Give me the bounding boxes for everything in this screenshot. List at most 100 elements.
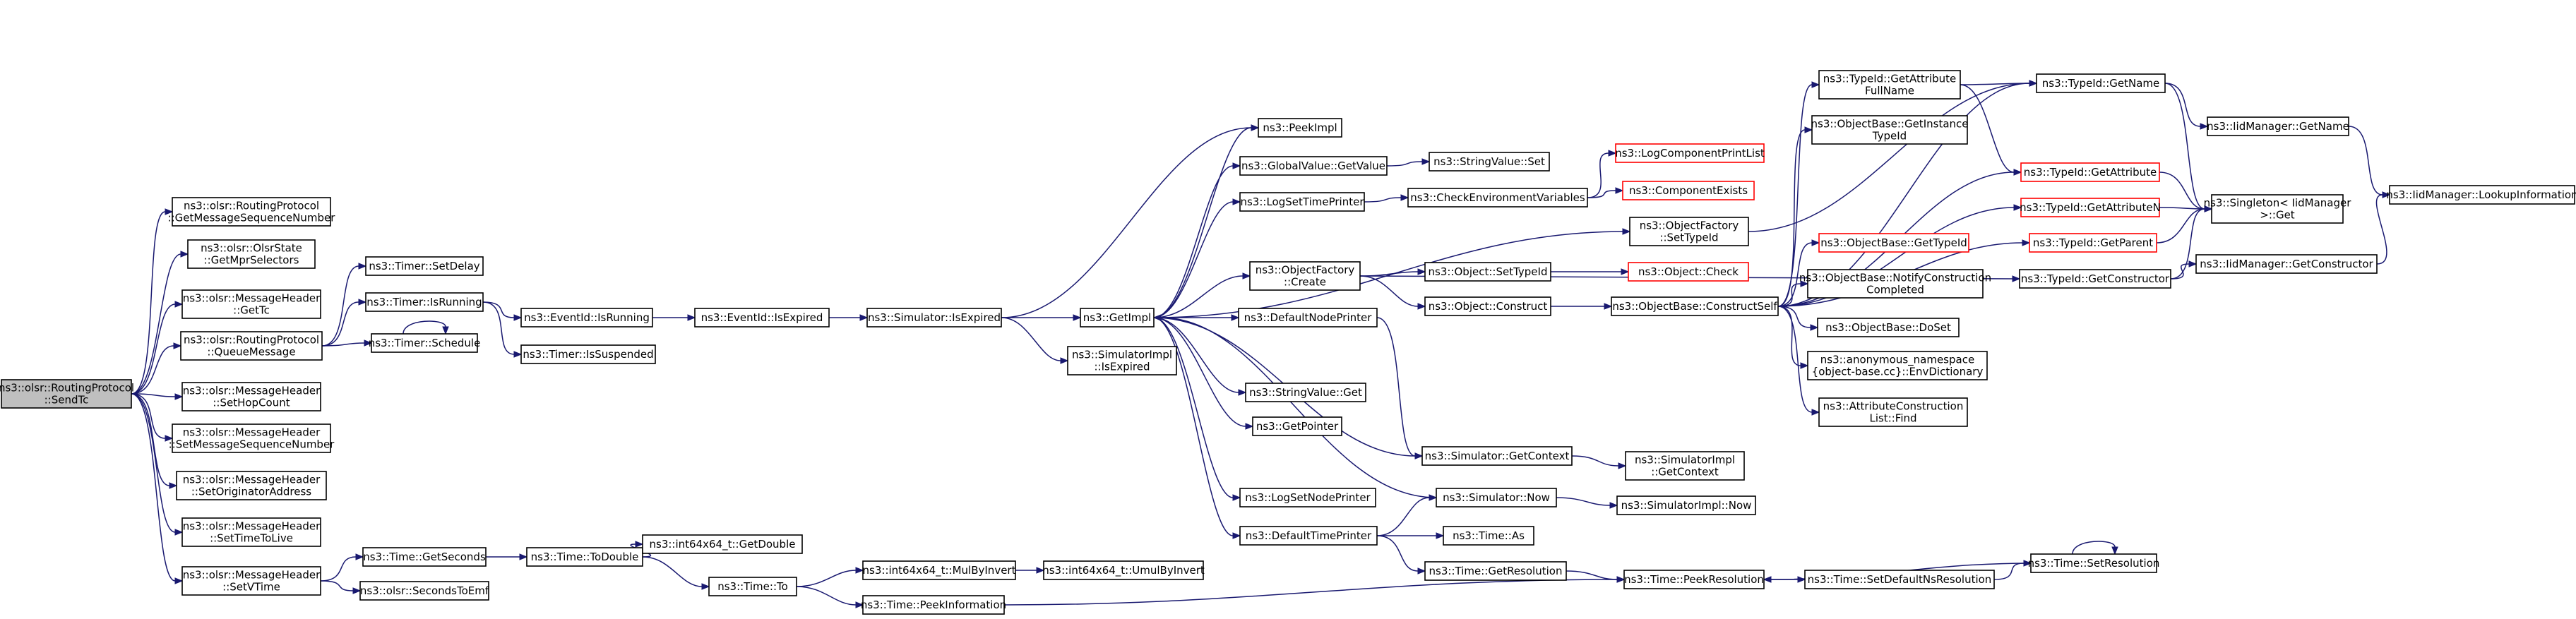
edge-simnow-to-getimpl	[1152, 314, 1437, 498]
node-simimplgetcontext[interactable]: ns3::SimulatorImpl::GetContext	[1625, 451, 1745, 481]
node-sethop[interactable]: ns3::olsr::MessageHeader::SetHopCount	[181, 382, 321, 411]
node-typeidgetparent[interactable]: ns3::TypeId::GetParent	[2029, 233, 2157, 253]
node-box	[1424, 561, 1567, 581]
node-checkenv[interactable]: ns3::CheckEnvironmentVariables	[1407, 188, 1588, 208]
node-box	[1239, 192, 1365, 212]
node-timegetseconds[interactable]: ns3::Time::GetSeconds	[362, 547, 487, 567]
node-simisexpired[interactable]: ns3::Simulator::IsExpired	[866, 308, 1002, 327]
node-typeidgetattributen[interactable]: ns3::TypeId::GetAttributeN	[2020, 198, 2161, 217]
node-box	[1611, 296, 1779, 316]
node-box	[1258, 118, 1342, 138]
node-timesetresolution[interactable]: ns3::Time::SetResolution	[2028, 553, 2160, 573]
node-setorig[interactable]: ns3::olsr::MessageHeader::SetOriginatorA…	[176, 471, 327, 500]
node-simgetcontext[interactable]: ns3::Simulator::GetContext	[1421, 446, 1573, 466]
edge-defaultnodeprinter-to-simgetcontext	[1376, 317, 1424, 459]
node-timerschedule[interactable]: ns3::Timer::Schedule	[369, 333, 481, 353]
node-logsettimeprinter[interactable]: ns3::LogSetTimePrinter	[1239, 192, 1365, 212]
node-timeto[interactable]: ns3::Time::To	[708, 577, 797, 596]
node-doset[interactable]: ns3::ObjectBase::DoSet	[1817, 318, 1960, 337]
node-box	[1424, 262, 1551, 282]
node-objfactsettypeid[interactable]: ns3::ObjectFactory::SetTypeId	[1629, 217, 1749, 246]
node-iidmgrgetname[interactable]: ns3::IidManager::GetName	[2207, 116, 2349, 136]
node-timerissuspended[interactable]: ns3::Timer::IsSuspended	[520, 344, 656, 364]
node-envdictionary[interactable]: ns3::anonymous_namespace{object-base.cc}…	[1807, 351, 1988, 380]
edge-typeidgetname-to-singletonget	[2164, 83, 2213, 212]
node-getpointer[interactable]: ns3::GetPointer	[1252, 416, 1342, 436]
node-box	[1252, 416, 1342, 436]
node-umulbyinvert[interactable]: ns3::int64x64_t::UmulByInvert	[1042, 560, 1205, 580]
node-timeas[interactable]: ns3::Time::As	[1443, 526, 1534, 546]
node-label: ns3::Timer::Schedule	[369, 337, 481, 349]
node-setmsgseq[interactable]: ns3::olsr::MessageHeader::SetMessageSequ…	[169, 423, 335, 453]
edge-sendtc-to-setttl	[131, 393, 184, 536]
node-timerisrunning[interactable]: ns3::Timer::IsRunning	[365, 292, 484, 312]
node-getmsgseq[interactable]: ns3::olsr::RoutingProtocol::GetMessageSe…	[168, 197, 336, 227]
node-queuemsg[interactable]: ns3::olsr::RoutingProtocol::QueueMessage	[180, 331, 323, 361]
node-singletonget[interactable]: ns3::Singleton< IidManager >::Get	[2204, 194, 2352, 224]
node-int64getdouble[interactable]: ns3::int64x64_t::GetDouble	[642, 534, 803, 554]
node-label: ::Create	[1284, 276, 1326, 289]
node-iidmgrlookup[interactable]: ns3::IidManager::LookupInformation	[2386, 185, 2576, 205]
node-typeidgetconstructor[interactable]: ns3::TypeId::GetConstructor	[2019, 269, 2171, 289]
node-objectsettypeid[interactable]: ns3::Object::SetTypeId	[1424, 262, 1551, 282]
node-eventidisrunning[interactable]: ns3::EventId::IsRunning	[520, 308, 653, 327]
node-objectfactorycreate[interactable]: ns3::ObjectFactory::Create	[1249, 261, 1361, 291]
node-setttl[interactable]: ns3::olsr::MessageHeader::SetTimeToLive	[181, 517, 321, 547]
node-constructself[interactable]: ns3::ObjectBase::ConstructSelf	[1611, 296, 1779, 316]
node-compexists[interactable]: ns3::ComponentExists	[1622, 181, 1755, 200]
node-box	[1239, 488, 1376, 507]
node-box	[172, 423, 331, 453]
edge-constructself-to-envdictionary	[1777, 306, 1809, 369]
node-label: ns3::IidManager::GetName	[2207, 120, 2349, 133]
node-setdefaultnsres[interactable]: ns3::Time::SetDefaultNsResolution	[1804, 570, 1995, 589]
node-timegetresolution[interactable]: ns3::Time::GetResolution	[1424, 561, 1567, 581]
node-simnow[interactable]: ns3::Simulator::Now	[1436, 488, 1557, 507]
node-iidmgrgetconstructor[interactable]: ns3::IidManager::GetConstructor	[2195, 254, 2378, 274]
node-gettc[interactable]: ns3::olsr::MessageHeader::GetTc	[181, 289, 321, 319]
node-box	[1807, 351, 1988, 380]
node-simimplnow[interactable]: ns3::SimulatorImpl::Now	[1616, 495, 1756, 515]
node-label: ns3::LogSetTimePrinter	[1240, 196, 1364, 208]
node-box	[862, 595, 1005, 615]
node-label: List::Find	[1869, 412, 1916, 425]
edge-typeidgetconstructor-to-singletonget	[2170, 205, 2213, 280]
node-stringvalueget[interactable]: ns3::StringValue::Get	[1245, 383, 1366, 402]
node-sendtc[interactable]: ns3::olsr::RoutingProtocol::SendTc	[0, 379, 134, 409]
node-getmpr[interactable]: ns3::olsr::OlsrState::GetMprSelectors	[187, 239, 316, 269]
node-globalvaluegetvalue[interactable]: ns3::GlobalValue::GetValue	[1239, 156, 1388, 176]
node-box	[1238, 308, 1378, 327]
node-typeidgetattribute[interactable]: ns3::TypeId::GetAttribute	[2020, 162, 2160, 182]
node-label: ns3::ObjectFactory	[1640, 220, 1739, 232]
node-defaultnodeprinter[interactable]: ns3::DefaultNodePrinter	[1238, 308, 1378, 327]
node-label: ns3::int64x64_t::UmulByInvert	[1042, 564, 1205, 577]
node-label: ns3::ObjectBase::NotifyConstruction	[1799, 272, 1991, 284]
node-notifyconstruction[interactable]: ns3::ObjectBase::NotifyConstructionCompl…	[1799, 269, 1991, 299]
node-objectcheck[interactable]: ns3::Object::Check	[1628, 262, 1749, 282]
node-mulbyinvert[interactable]: ns3::int64x64_t::MulByInvert	[862, 560, 1016, 580]
node-eventidisexpired[interactable]: ns3::EventId::IsExpired	[694, 308, 830, 327]
node-simimplisexpired[interactable]: ns3::SimulatorImpl::IsExpired	[1067, 346, 1177, 375]
node-label: ns3::Time::PeekResolution	[1624, 573, 1764, 586]
node-objectconstruct[interactable]: ns3::Object::Construct	[1424, 296, 1551, 316]
node-logcompprintlist[interactable]: ns3::LogComponentPrintList	[1615, 143, 1765, 163]
node-getimpl[interactable]: ns3::GetImpl	[1080, 308, 1155, 327]
node-logsetnodeprinter[interactable]: ns3::LogSetNodePrinter	[1239, 488, 1376, 507]
node-stringvalueset[interactable]: ns3::StringValue::Set	[1429, 152, 1550, 172]
node-peekresolution[interactable]: ns3::Time::PeekResolution	[1623, 570, 1765, 589]
edge-sendtc-to-queuemsg	[131, 342, 182, 395]
node-timetodouble[interactable]: ns3::Time::ToDouble	[526, 547, 643, 567]
node-typeidgetname[interactable]: ns3::TypeId::GetName	[2036, 73, 2166, 93]
node-defaulttimeprinter[interactable]: ns3::DefaultTimePrinter	[1239, 526, 1378, 546]
node-timersetdelay[interactable]: ns3::Timer::SetDelay	[365, 256, 484, 276]
node-objbasegettypeid[interactable]: ns3::ObjectBase::GetTypeId	[1818, 233, 1969, 253]
node-peekinformation[interactable]: ns3::Time::PeekInformation	[861, 595, 1006, 615]
node-setvtime[interactable]: ns3::olsr::MessageHeader::SetVTime	[181, 566, 321, 596]
edge-sendtc-to-getmpr	[131, 251, 189, 395]
node-secondstoemf[interactable]: ns3::olsr::SecondsToEmf	[359, 581, 489, 601]
node-box	[1622, 181, 1755, 200]
node-peekimpl[interactable]: ns3::PeekImpl	[1258, 118, 1342, 138]
